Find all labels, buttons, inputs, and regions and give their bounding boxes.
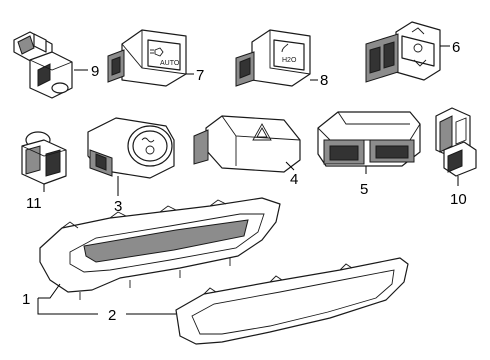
callout-5: 5	[360, 181, 368, 198]
part-2-trim-frame	[175, 257, 409, 345]
part-9-switch	[13, 31, 73, 99]
arrow-up-icon	[411, 27, 425, 35]
callout-4: 4	[290, 171, 298, 188]
callout-11: 11	[26, 195, 42, 212]
callout-8: 8	[320, 72, 328, 89]
part-8-switch: H2O	[235, 29, 311, 87]
h2o-label: H2O	[282, 57, 297, 64]
callout-1: 1	[22, 291, 30, 308]
part-3-knob	[87, 117, 175, 179]
callout-10: 10	[450, 191, 467, 208]
part-1-bezel	[39, 197, 281, 300]
washer-icon	[281, 43, 289, 53]
callout-6: 6	[452, 39, 460, 56]
heated-steering-icon	[141, 137, 155, 155]
leader-1b	[37, 298, 98, 315]
steering-heat-icon	[413, 43, 423, 53]
callout-7: 7	[196, 67, 204, 84]
leader-1a	[38, 283, 61, 299]
auto-label: AUTO	[160, 60, 180, 67]
leader-4	[285, 161, 295, 171]
headlamp-leveling-icon	[150, 47, 164, 57]
arrow-down-icon	[413, 59, 427, 67]
part-10-switch	[435, 107, 477, 177]
part-5-switch-block	[317, 111, 421, 167]
part-4-hazard-switch	[193, 115, 301, 173]
callout-9: 9	[91, 63, 99, 80]
callout-2: 2	[108, 307, 116, 324]
part-6-switch	[365, 21, 441, 83]
callout-3: 3	[114, 198, 122, 215]
part-7-switch: AUTO	[107, 29, 187, 87]
hazard-triangle-icon	[252, 123, 272, 141]
part-11-switch	[21, 131, 67, 185]
